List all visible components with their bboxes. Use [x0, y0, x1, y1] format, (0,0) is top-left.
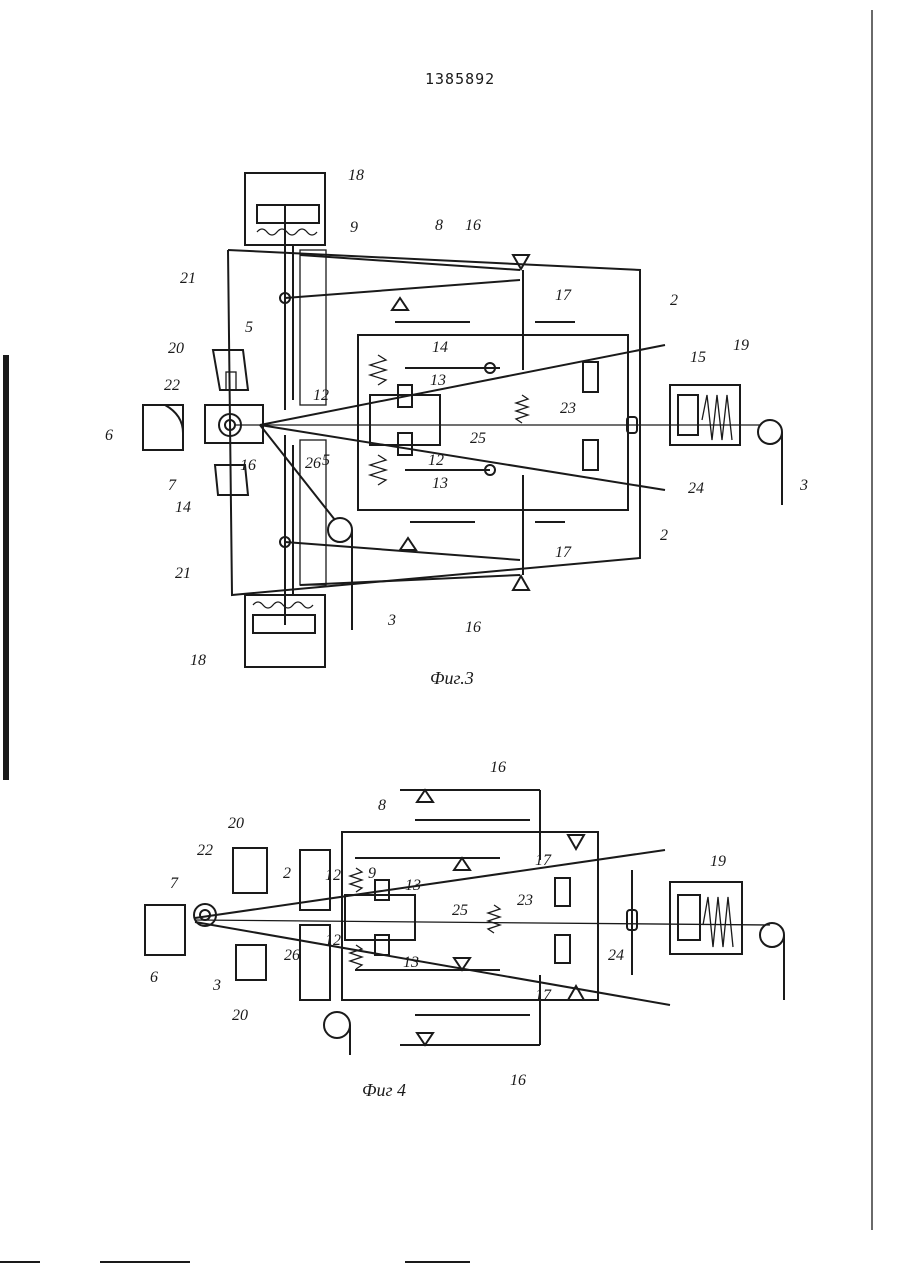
- reference-numeral: 16: [240, 457, 256, 474]
- reference-numeral: 24: [608, 947, 624, 964]
- reference-numeral: 12: [325, 932, 341, 949]
- reference-numeral: 25: [452, 902, 468, 919]
- reference-numeral: 22: [197, 842, 213, 859]
- reference-numeral: 25: [470, 430, 486, 447]
- reference-numeral: 20: [232, 1007, 248, 1024]
- reference-numeral: 12: [428, 452, 444, 469]
- reference-numeral: 16: [490, 759, 506, 776]
- reference-numeral: 8: [378, 797, 386, 814]
- reference-numeral: 19: [710, 853, 726, 870]
- reference-numeral: 23: [517, 892, 533, 909]
- reference-numeral: 5: [245, 319, 253, 336]
- reference-numeral: 7: [168, 477, 177, 494]
- reference-numeral: 13: [432, 475, 448, 492]
- reference-numeral: 20: [228, 815, 244, 832]
- reference-numeral: 21: [180, 270, 196, 287]
- reference-numeral: 26: [284, 947, 300, 964]
- figure-4-drawing: 16 8 20 22 7 2 12 9 13 17 19 25 23 26 24…: [145, 759, 784, 1089]
- reference-numeral: 5: [322, 452, 330, 469]
- page-edge-mark: [3, 355, 9, 780]
- reference-numeral: 6: [105, 427, 113, 444]
- reference-numeral: 21: [175, 565, 191, 582]
- reference-numeral: 18: [190, 652, 206, 669]
- reference-numeral: 2: [283, 865, 291, 882]
- reference-numeral: 3: [387, 612, 396, 629]
- reference-numeral: 14: [432, 339, 448, 356]
- reference-numeral: 23: [560, 400, 576, 417]
- reference-numeral: 13: [430, 372, 446, 389]
- reference-numeral: 16: [465, 619, 481, 636]
- reference-numeral: 17: [535, 852, 552, 869]
- reference-numeral: 17: [535, 987, 552, 1004]
- reference-numeral: 12: [325, 867, 341, 884]
- reference-numeral: 3: [212, 977, 221, 994]
- reference-numeral: 9: [368, 865, 376, 882]
- reference-numeral: 6: [150, 969, 158, 986]
- reference-numeral: 19: [733, 337, 749, 354]
- reference-numeral: 13: [403, 954, 419, 971]
- reference-numeral: 20: [168, 340, 184, 357]
- reference-numeral: 17: [555, 287, 572, 304]
- reference-numeral: 24: [688, 480, 704, 497]
- reference-numeral: 17: [555, 544, 572, 561]
- reference-numeral: 3: [799, 477, 808, 494]
- reference-numeral: 2: [660, 527, 668, 544]
- reference-numeral: 9: [350, 219, 358, 236]
- reference-numeral: 8: [435, 217, 443, 234]
- figure-3-drawing: 18 9 8 16 21 5 17 2 20 14 15 19 22 12 13…: [105, 167, 808, 669]
- reference-numeral: 26: [305, 455, 321, 472]
- reference-numeral: 7: [170, 875, 179, 892]
- reference-numeral: 16: [465, 217, 481, 234]
- reference-numeral: 22: [164, 377, 180, 394]
- reference-numeral: 2: [670, 292, 678, 309]
- reference-numeral: 14: [175, 499, 191, 516]
- reference-numeral: 12: [313, 387, 329, 404]
- reference-numeral: 18: [348, 167, 364, 184]
- reference-numeral: 13: [405, 877, 421, 894]
- reference-numeral: 15: [690, 349, 706, 366]
- reference-numeral: 16: [510, 1072, 526, 1089]
